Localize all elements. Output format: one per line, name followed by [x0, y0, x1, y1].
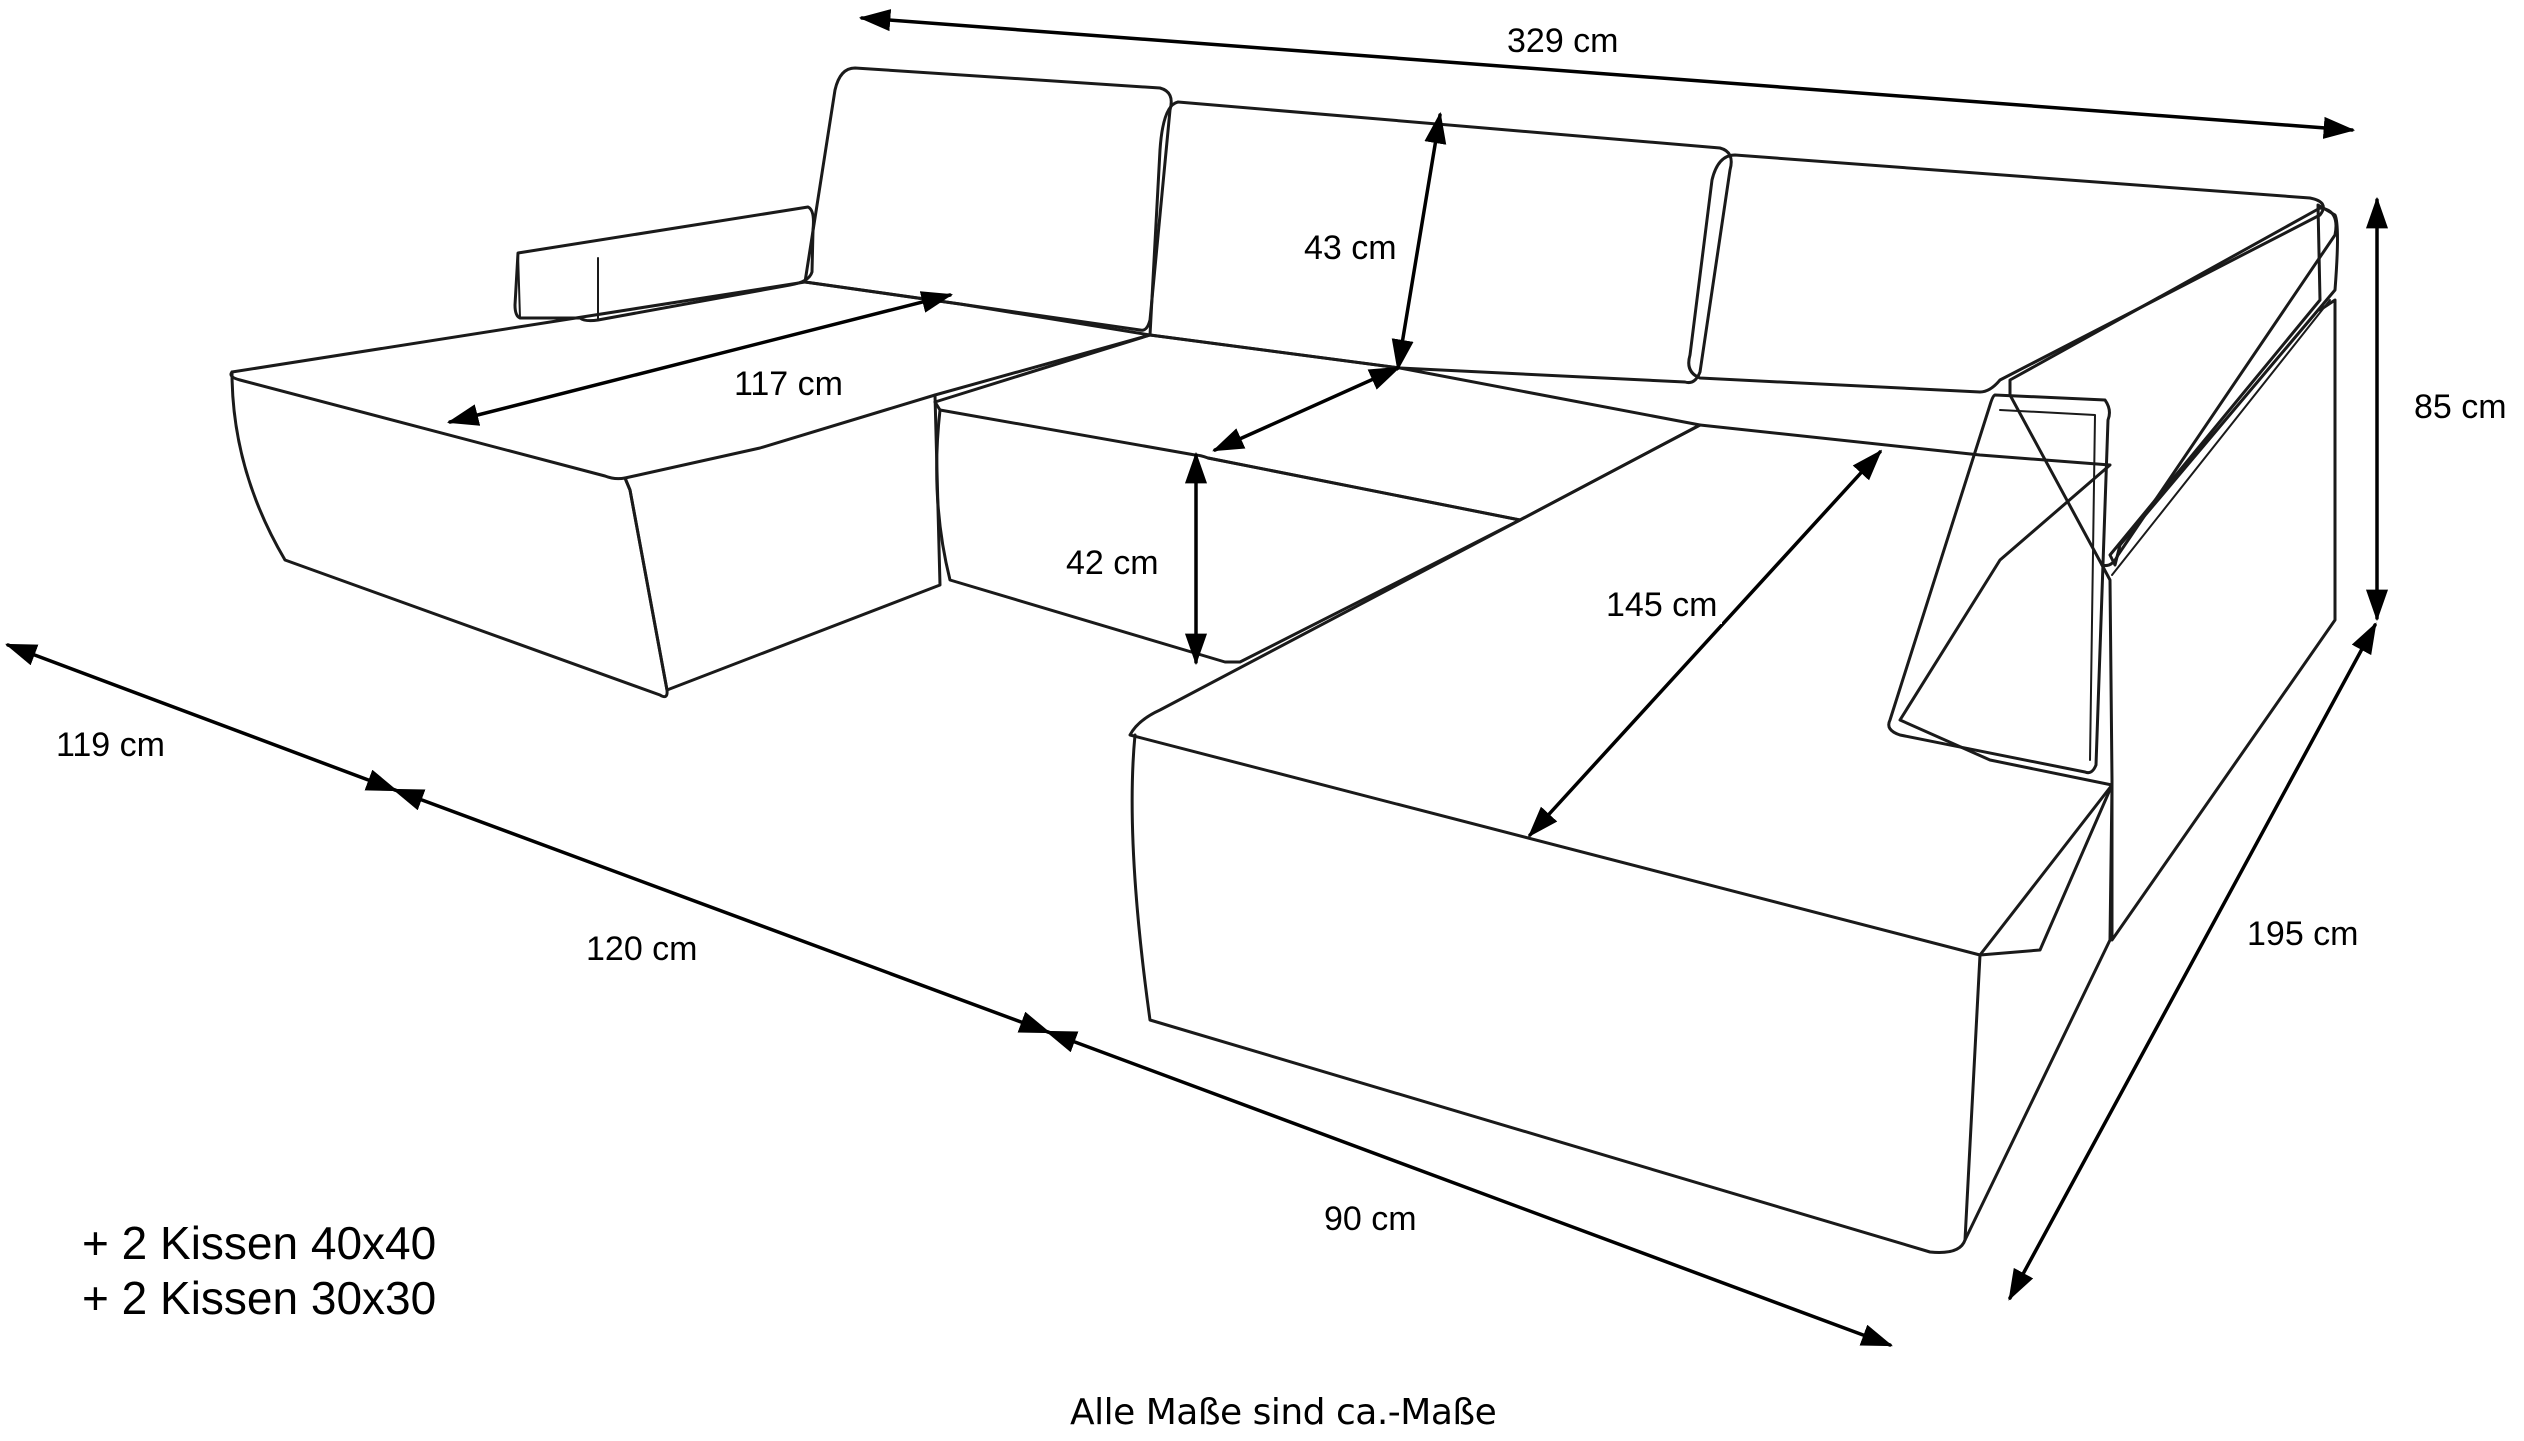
cushion-note-line-1: + 2 Kissen 40x40: [82, 1217, 437, 1269]
label-seat-height: 42 cm: [1062, 544, 1163, 582]
right-chaise-seat: [1128, 423, 2114, 957]
label-total-height: 85 cm: [2410, 388, 2511, 426]
label-back-height: 43 cm: [1300, 229, 1401, 267]
dim-line-back-height: [1391, 111, 1447, 372]
disclaimer-text: Alle Maße sind ca.-Maße: [1070, 1392, 1497, 1433]
back-cushion-right: [1687, 153, 2325, 394]
right-armrest-side: [2100, 298, 2337, 942]
left-chaise-side: [623, 393, 942, 692]
label-right-chaise-width: 90 cm: [1320, 1200, 1421, 1238]
dim-line-right-chaise-width: [1045, 1030, 1893, 1347]
label-right-chaise-length: 145 cm: [1602, 586, 1722, 624]
left-chaise-front: [230, 370, 669, 699]
left-armrest-seam: [517, 252, 599, 321]
dim-line-left-chaise-width: [5, 643, 398, 792]
left-chaise-seat: [229, 280, 1152, 481]
back-corner-right: [2108, 203, 2339, 567]
label-left-chaise-width: 119 cm: [52, 726, 169, 764]
middle-seat-front: [935, 408, 1522, 664]
sofa-outline: [229, 66, 2339, 1254]
dim-line-seat-depth: [1212, 366, 1401, 452]
right-armrest: [2008, 206, 2338, 567]
back-cushion-middle: [1148, 100, 1733, 384]
pillow-right: [1887, 393, 2111, 775]
dim-line-middle-width: [392, 788, 1051, 1034]
label-middle-width: 120 cm: [582, 930, 702, 968]
dim-line-right-chaise-length: [1527, 449, 1883, 838]
dim-line-total-width: [858, 9, 2356, 139]
label-total-width: 329 cm: [1503, 22, 1623, 60]
dim-line-total-depth: [2008, 622, 2377, 1301]
right-chaise-side: [1963, 783, 2114, 1242]
cushion-note-line-2: + 2 Kissen 30x30: [82, 1272, 437, 1324]
right-armrest-seam: [2111, 299, 2331, 576]
label-left-chaise-length: 117 cm: [730, 365, 847, 403]
label-total-depth: 195 cm: [2243, 915, 2363, 953]
right-chaise-front: [1130, 733, 1982, 1254]
dimension-lines: [5, 9, 2389, 1347]
dim-line-left-chaise-length: [446, 291, 954, 426]
